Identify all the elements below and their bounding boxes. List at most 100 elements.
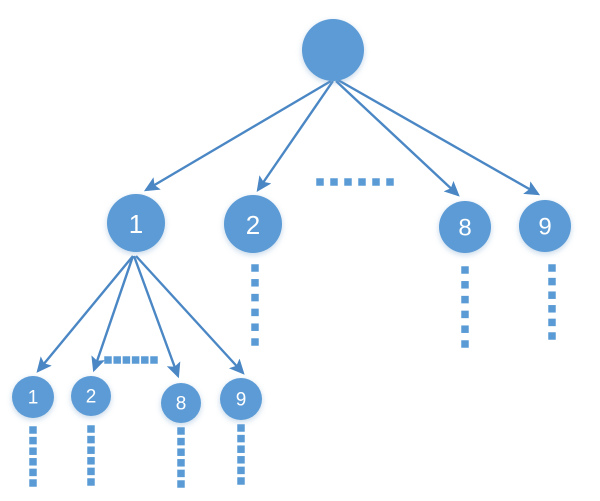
node-circle[interactable] (439, 201, 491, 253)
node-circle[interactable] (224, 195, 282, 253)
edges-layer (36, 78, 541, 379)
dot (330, 178, 338, 186)
tree-node-n2-9[interactable]: 9 (220, 378, 262, 420)
dotted-line-dots-h-level1 (316, 178, 394, 186)
tree-edge-e-root-2 (256, 80, 334, 192)
tree-node-n1-8[interactable]: 8 (439, 201, 491, 253)
dot (461, 310, 469, 319)
dotted-line-dots-v-below-l2-1 (29, 426, 37, 487)
dot (87, 467, 95, 476)
dot (358, 178, 366, 186)
second-level: 1 2 8 9 (107, 194, 571, 253)
dotted-line-dots-v-below-9 (548, 264, 556, 340)
dot (177, 437, 185, 446)
dot (177, 448, 185, 456)
dot (29, 436, 37, 445)
node-label: 2 (86, 387, 97, 408)
dot (87, 457, 95, 465)
dotted-line-dots-v-below-l2-8 (177, 427, 185, 488)
third-level: 1 2 8 9 (12, 376, 262, 423)
dot (548, 264, 556, 272)
dot (237, 445, 245, 453)
node-label: 8 (458, 215, 471, 242)
tree-edge-e-1-1 (36, 255, 134, 373)
dot (344, 178, 352, 186)
tree-node-n1-1[interactable]: 1 (107, 194, 165, 252)
dot (237, 456, 245, 464)
dotted-line-dots-h-level2 (104, 356, 158, 364)
node-circle[interactable] (161, 383, 201, 423)
node-circle[interactable] (519, 200, 571, 252)
dot (461, 325, 469, 333)
dot (251, 264, 259, 272)
dotted-lines-layer (29, 178, 556, 488)
node-label: 1 (28, 388, 39, 409)
node-label: 2 (246, 210, 260, 240)
dot (461, 340, 469, 348)
dot (461, 266, 469, 274)
dotted-line-dots-v-below-8 (461, 266, 469, 348)
dot (548, 305, 556, 313)
dot (29, 426, 37, 434)
dot (131, 356, 140, 364)
dot (251, 338, 259, 346)
node-circle[interactable] (220, 378, 262, 420)
dotted-line-dots-v-below-l2-9 (237, 424, 245, 485)
node-circle[interactable] (12, 376, 54, 418)
dot (29, 479, 37, 487)
dotted-line-dots-v-below-l2-2 (87, 425, 95, 486)
dot (150, 356, 158, 364)
dot (237, 434, 245, 443)
dot (237, 477, 245, 485)
dot (237, 466, 245, 475)
dot (372, 178, 380, 186)
dot (104, 356, 112, 364)
tree-edge-e-root-9 (337, 78, 541, 196)
tree-node-n1-9[interactable]: 9 (519, 200, 571, 252)
node-label: 8 (176, 394, 187, 415)
node-circle[interactable] (302, 19, 364, 81)
dot (177, 427, 185, 435)
dot (237, 424, 245, 432)
dot (316, 178, 324, 186)
dotted-line-dots-v-below-2 (251, 264, 259, 346)
node-label: 1 (129, 209, 143, 239)
tree-node-n2-2[interactable]: 2 (71, 376, 111, 416)
tree-node-n1-2[interactable]: 2 (224, 195, 282, 253)
tree-edge-e-1-9 (135, 255, 245, 375)
dot (87, 478, 95, 486)
dot (113, 356, 121, 364)
dot (386, 178, 394, 186)
node-label: 9 (236, 390, 247, 411)
dot (177, 459, 185, 467)
dot (87, 425, 95, 433)
dot (548, 318, 556, 327)
dot (251, 308, 259, 317)
root-level (302, 19, 364, 81)
dot (461, 281, 469, 289)
tree-node-root[interactable] (302, 19, 364, 81)
tree-edge-e-root-1 (143, 79, 332, 192)
node-label: 9 (538, 214, 551, 241)
dot (177, 480, 185, 488)
dot (29, 447, 37, 455)
tree-node-n2-8[interactable]: 8 (161, 383, 201, 423)
dot (548, 291, 556, 299)
dot (29, 468, 37, 477)
dot (141, 356, 149, 364)
dot (177, 469, 185, 478)
node-circle[interactable] (71, 376, 111, 416)
tree-edge-e-root-8 (335, 80, 460, 197)
nodes-layer: 1 2 8 9 1 2 8 9 (12, 19, 571, 423)
tree-edge-e-1-8 (132, 255, 181, 379)
node-circle[interactable] (107, 194, 165, 252)
tree-edge-e-1-2 (91, 255, 135, 373)
dot (87, 446, 95, 454)
dot (251, 323, 259, 331)
tree-node-n2-1[interactable]: 1 (12, 376, 54, 418)
dot (87, 435, 95, 444)
dot (122, 356, 131, 364)
dot (461, 295, 469, 304)
